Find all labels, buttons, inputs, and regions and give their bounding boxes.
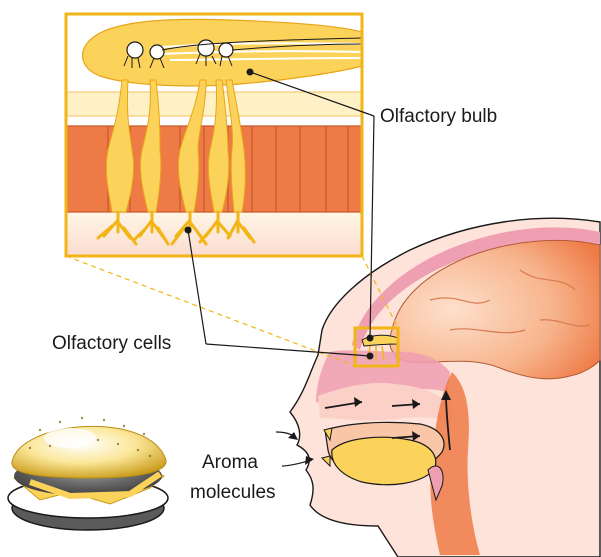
neuron-inset [66,14,362,256]
label-olfactory-bulb: Olfactory bulb [380,106,497,127]
label-olfactory-cells: Olfactory cells [52,333,171,354]
label-molecules: molecules [190,482,276,503]
label-aroma: Aroma [202,452,258,473]
head-illustration [290,218,600,557]
burger-illustration [8,417,168,530]
